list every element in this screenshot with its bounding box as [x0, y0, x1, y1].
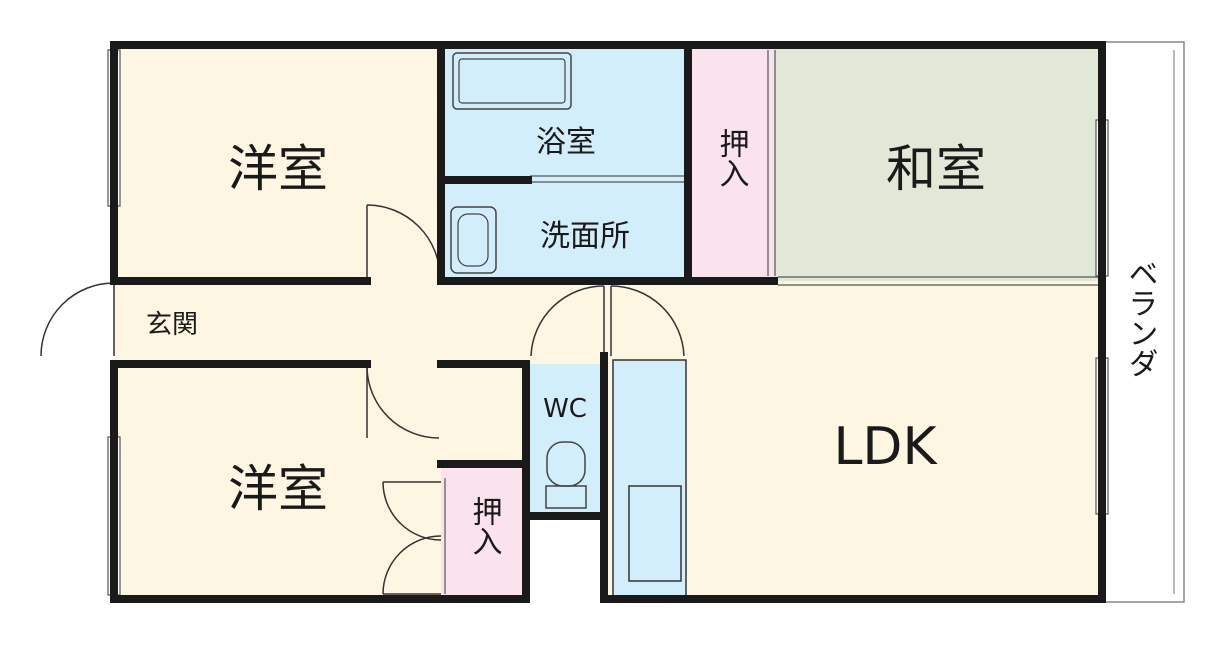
wc-label: WC [543, 394, 587, 424]
kitchen-sink [628, 485, 682, 582]
hallway-fill [114, 281, 604, 364]
western-room-upper-fill [114, 45, 441, 281]
toilet-fill [526, 364, 604, 516]
ldk-label: LDK [833, 417, 938, 477]
bathtub [452, 52, 572, 110]
wash-basin [450, 206, 497, 274]
closet-lower-vertical: 押入 [467, 496, 502, 556]
door-swings [40, 204, 685, 595]
balcony-label: ベランダ [1123, 258, 1158, 378]
wash-basin-bowl [457, 213, 489, 267]
western-room-lower-label: 洋室 [228, 460, 328, 518]
closet-upper-vertical: 押入 [714, 128, 749, 188]
washroom-label: 洗面所 [540, 219, 630, 254]
walls [110, 41, 1106, 603]
entrance-label: 玄関 [146, 310, 198, 340]
balcony-outline [1101, 41, 1185, 603]
closet-lower-fill [441, 464, 526, 599]
japanese-room-fill [774, 45, 1102, 281]
bathtub-inner [458, 58, 566, 104]
japanese-room-label: 和室 [886, 140, 986, 198]
toilet-tank [545, 485, 587, 509]
washroom-fill [441, 180, 688, 281]
closet-upper-fill [688, 45, 774, 281]
ldk-fill [604, 281, 1102, 599]
bathroom-label: 浴室 [536, 125, 596, 160]
western-room-upper-label: 洋室 [228, 140, 328, 198]
